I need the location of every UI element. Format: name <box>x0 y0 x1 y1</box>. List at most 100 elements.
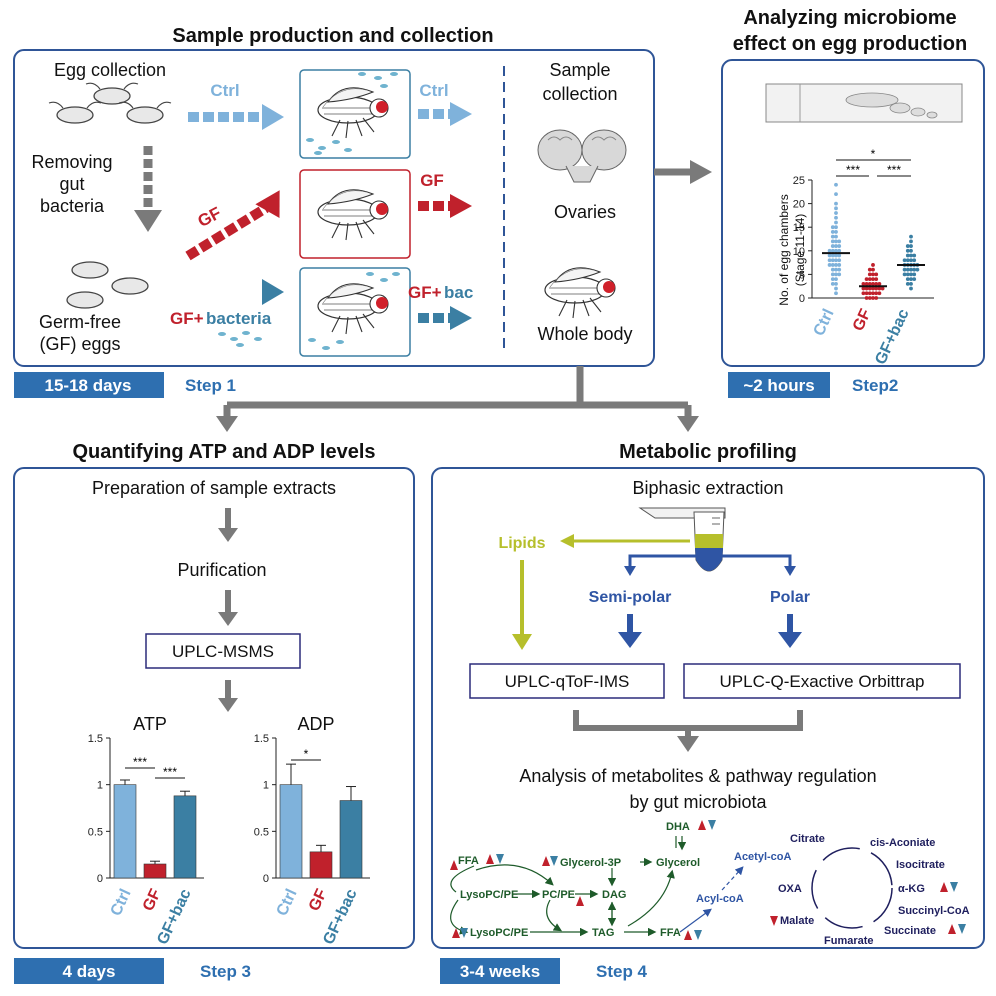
scatter-point <box>834 281 838 286</box>
arrow-gfbac-label-1: GF+ <box>170 309 204 328</box>
bar-y-tick-label: 0 <box>97 873 103 885</box>
tca-succinyl-coa: Succinyl-CoA <box>898 905 970 917</box>
qtof-box <box>469 663 665 699</box>
scatter-point <box>874 277 879 282</box>
node-lysopc-1: LysoPC/PE <box>460 889 518 901</box>
scatter-point <box>877 281 882 286</box>
tca-cis-aconitate: cis-Aconiate <box>870 837 935 849</box>
removing-label-3: bacteria <box>40 196 105 216</box>
significance-label: *** <box>887 163 901 177</box>
scatter-point <box>830 258 835 263</box>
scatter-point <box>830 244 835 248</box>
panel4-frame <box>431 467 985 949</box>
scatter-point <box>864 291 869 296</box>
step1-duration-box <box>14 372 164 398</box>
scatter-point <box>867 296 872 300</box>
bar-y-tick-label: 1.5 <box>88 733 103 745</box>
scatter-point <box>834 267 838 272</box>
scatter-point <box>867 277 872 282</box>
germfree-egg-icon <box>111 277 149 295</box>
bar-y-tick-label: 1 <box>97 780 103 792</box>
scatter-y-tick-label: 25 <box>793 175 805 187</box>
scatter-point <box>905 248 910 253</box>
step3-label: Step 3 <box>200 962 251 981</box>
scatter-point <box>867 286 872 291</box>
step3-duration: 4 days <box>63 962 116 981</box>
panel3-title: Quantifying ATP and ADP levels <box>72 441 375 463</box>
scatter-point <box>837 248 842 253</box>
scatter-point <box>834 277 838 282</box>
scatter-point <box>861 281 866 286</box>
step4-label: Step 4 <box>596 962 648 981</box>
aqueous-split <box>628 548 792 568</box>
scatter-point <box>830 263 835 267</box>
bar <box>279 784 303 879</box>
tca-citrate: Citrate <box>790 833 825 845</box>
germfree-egg-icon <box>71 261 109 279</box>
out-gfbac-arrowhead <box>450 306 472 330</box>
ctrl-arrowhead <box>262 104 284 130</box>
remove-bacteria-arrowhead <box>134 210 162 232</box>
scatter-point <box>830 230 835 234</box>
scatter-point <box>867 267 872 272</box>
scatter-point <box>861 291 866 296</box>
scatter-point <box>830 248 835 253</box>
scatter-point <box>905 253 910 258</box>
scatter-point <box>830 239 835 244</box>
scatter-point <box>905 244 910 248</box>
panel-egg-production: Analyzing microbiome effect on egg produ… <box>721 7 985 398</box>
scatter-point <box>871 267 875 272</box>
bacteria-dots <box>308 272 400 350</box>
scatter-point <box>909 272 913 277</box>
scatter-point <box>877 291 882 296</box>
scatter-point <box>909 286 913 291</box>
down-marker <box>958 924 966 934</box>
panel-sample-production: Sample production and collection Egg col… <box>13 25 655 398</box>
panel1-title: Sample production and collection <box>172 25 493 47</box>
scatter-point <box>871 263 875 267</box>
scatter-point <box>905 281 910 286</box>
scatter-point <box>905 277 910 282</box>
significance-label: *** <box>846 163 860 177</box>
scatter-point <box>909 253 913 258</box>
scatter-point <box>834 253 838 258</box>
scatter-point <box>909 239 913 244</box>
scatter-point <box>905 267 910 272</box>
significance-label: * <box>871 147 876 161</box>
scatter-point <box>905 272 910 277</box>
bar-chart-title: ADP <box>297 714 334 734</box>
scatter-point <box>909 234 913 239</box>
out-ctrl-arrowhead <box>450 102 472 126</box>
scatter-point <box>864 281 869 286</box>
out-ctrl-label: Ctrl <box>419 81 448 100</box>
node-ffa-1: FFA <box>458 855 479 867</box>
node-tag: TAG <box>592 927 614 939</box>
scatter-point <box>912 258 917 263</box>
panel2-title-1: Analyzing microbiome <box>743 7 956 29</box>
merge-arrowhead <box>677 736 699 752</box>
analysis-label-2: by gut microbiota <box>629 792 767 812</box>
scatter-point <box>871 291 875 296</box>
scatter-y-tick-label: 10 <box>793 246 805 258</box>
orbitrap-box <box>683 663 961 699</box>
scatter-point <box>827 248 832 253</box>
significance-label: *** <box>133 755 147 769</box>
lipid-down-arrowhead <box>512 634 532 650</box>
arrow-gfbac-label-2: bacteria <box>206 309 272 328</box>
scatter-point <box>837 258 842 263</box>
tca-akg: α-KG <box>898 883 925 895</box>
scatter-point <box>834 201 838 206</box>
out-gf-arrowhead <box>450 194 472 218</box>
lipid-pathway-network: DHA FFA Glycerol-3P Glycerol LysoPC/PE P… <box>450 820 792 940</box>
scatter-point <box>830 253 835 258</box>
scatter-y-tick-label: 15 <box>793 222 805 234</box>
scatter-point <box>837 253 842 258</box>
node-ffa-2: FFA <box>660 927 681 939</box>
scatter-point <box>837 267 842 272</box>
scatter-point <box>834 230 838 234</box>
scatter-point <box>830 267 835 272</box>
out-gf-label: GF <box>420 171 444 190</box>
bar-chart-title: ATP <box>133 714 167 734</box>
ovariole-icon <box>845 92 938 119</box>
scatter-point <box>909 281 913 286</box>
